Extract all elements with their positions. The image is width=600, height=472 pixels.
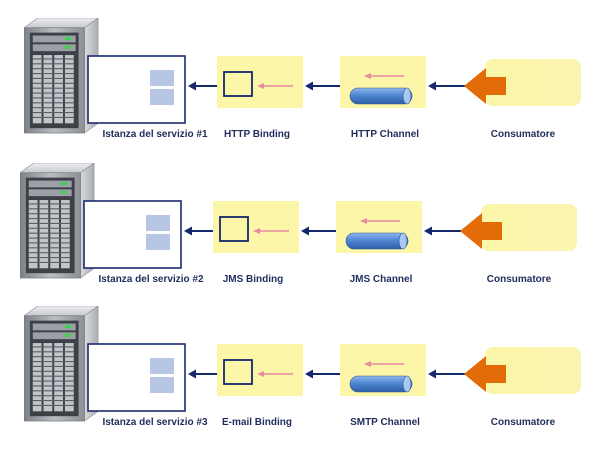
consumer-label: Consumatore (491, 129, 556, 140)
consumer-label: Consumatore (491, 417, 556, 428)
consumer-panel (481, 204, 577, 251)
channel-pipe-end (402, 87, 412, 105)
flow-arrow-head (184, 226, 192, 236)
channel-pipe-end (398, 232, 408, 250)
binding-small-arrow-head (257, 371, 264, 377)
connector-block-top (150, 358, 174, 374)
flow-arrow-head (305, 81, 313, 91)
channel-pipe-end (402, 375, 412, 393)
connector-block-top (146, 215, 170, 231)
consumer-panel (485, 347, 581, 394)
service-instance-label: Istanza del servizio #1 (102, 129, 207, 140)
binding-label: HTTP Binding (224, 129, 290, 140)
consumer-arrow-icon (464, 68, 506, 104)
channel-small-arrow-head (364, 361, 371, 367)
channel-pipe-icon (345, 232, 409, 250)
server-tower-icon (20, 163, 95, 279)
binding-panel (217, 344, 303, 396)
flow-arrow-head (301, 226, 309, 236)
channel-pipe-icon (349, 87, 413, 105)
binding-square (219, 216, 249, 242)
service-instance-label: Istanza del servizio #2 (98, 274, 203, 285)
binding-small-arrow-head (253, 228, 260, 234)
channel-label: JMS Channel (350, 274, 413, 285)
channel-label: HTTP Channel (351, 129, 419, 140)
flow-arrow-head (428, 81, 436, 91)
connector-block-top (150, 70, 174, 86)
binding-square (223, 359, 253, 385)
binding-panel (217, 56, 303, 108)
diagram-row: Istanza del servizio #2 JMS Binding JMS Ch… (20, 163, 577, 285)
flow-arrow-head (188, 81, 196, 91)
binding-square (223, 71, 253, 97)
connector-block-bottom (150, 377, 174, 393)
service-instance-label: Istanza del servizio #3 (102, 417, 207, 428)
binding-panel (213, 201, 299, 253)
connector-block-bottom (150, 89, 174, 105)
diagram-row: Istanza del servizio #3 E-mail Binding SMT… (24, 306, 581, 428)
flow-arrow-head (424, 226, 432, 236)
consumer-panel (485, 59, 581, 106)
consumer-label: Consumatore (487, 274, 552, 285)
flow-arrow-head (188, 369, 196, 379)
consumer-arrow-icon (464, 356, 506, 392)
flow-arrow-head (305, 369, 313, 379)
binding-label: JMS Binding (223, 274, 284, 285)
connector-block-bottom (146, 234, 170, 250)
flow-arrow-head (428, 369, 436, 379)
diagram-row: Istanza del servizio #1 HTTP Binding HTTP … (24, 18, 581, 140)
channel-small-arrow-head (364, 73, 371, 79)
server-tower-icon (24, 18, 99, 134)
consumer-arrow-icon (460, 213, 502, 249)
channel-small-arrow-head (360, 218, 367, 224)
channel-pipe-icon (349, 375, 413, 393)
binding-small-arrow-head (257, 83, 264, 89)
channel-label: SMTP Channel (350, 417, 420, 428)
server-tower-icon (24, 306, 99, 422)
binding-label: E-mail Binding (222, 417, 292, 428)
